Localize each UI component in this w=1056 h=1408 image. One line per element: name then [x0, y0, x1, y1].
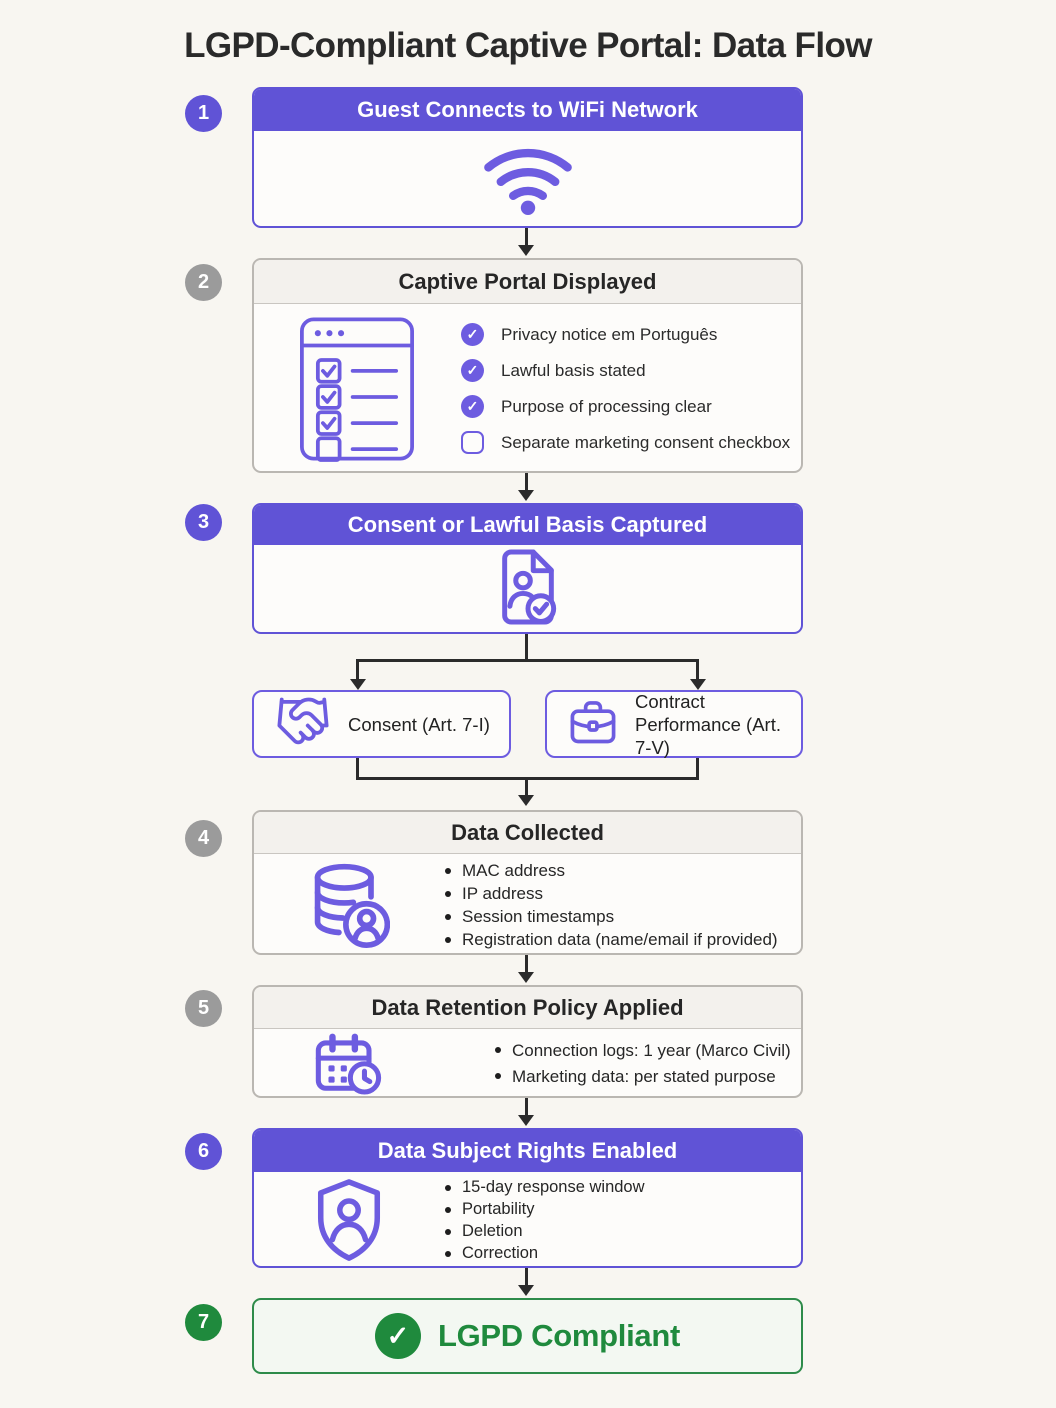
checked-circle-icon: ✓ [461, 359, 484, 382]
step-badge-5: 5 [185, 990, 222, 1027]
flow-connector [525, 1268, 528, 1287]
step-title: Data Collected [254, 812, 801, 854]
step-guest-connects: Guest Connects to WiFi Network [252, 87, 803, 228]
step-captive-portal: Captive Portal Displayed ✓ P [252, 258, 803, 473]
step-title: Captive Portal Displayed [254, 260, 801, 304]
flow-connector [525, 777, 528, 797]
step-badge-2: 2 [185, 264, 222, 301]
flow-connector [525, 1098, 528, 1117]
step-badge-7: 7 [185, 1304, 222, 1341]
step-badge-6: 6 [185, 1133, 222, 1170]
flow-connector [356, 659, 359, 680]
list-item: Registration data (name/email if provide… [444, 928, 778, 951]
checklist-item-label: Separate marketing consent checkbox [501, 432, 791, 452]
arrow-down-icon [349, 679, 366, 690]
checklist-item: ✓ Privacy notice em Português [461, 323, 790, 346]
arrow-down-icon [518, 1115, 534, 1126]
list-item: Session timestamps [444, 905, 778, 928]
checked-circle-icon: ✓ [461, 395, 484, 418]
list-item: Correction [444, 1242, 645, 1264]
step-title: Data Subject Rights Enabled [254, 1130, 801, 1172]
branch-consent: Consent (Art. 7-I) [252, 690, 511, 758]
flow-connector [525, 473, 528, 492]
arrow-down-icon [518, 245, 534, 256]
checklist-form-icon [277, 316, 437, 462]
shield-user-icon [254, 1177, 444, 1263]
step-data-collected: Data Collected MAC address IP address Se… [252, 810, 803, 955]
branch-contract-performance: Contract Performance (Art. 7-V) [545, 690, 803, 758]
step-consent-captured: Consent or Lawful Basis Captured [252, 503, 803, 634]
checked-circle-icon: ✓ [461, 323, 484, 346]
wifi-icon [480, 139, 576, 220]
list-item: Connection logs: 1 year (Marco Civil) [494, 1038, 791, 1064]
database-user-icon [254, 861, 444, 949]
collected-data-list: MAC address IP address Session timestamp… [444, 859, 778, 951]
arrow-down-icon [518, 972, 534, 983]
checklist-item-label: Lawful basis stated [501, 360, 646, 380]
step-title: Guest Connects to WiFi Network [254, 89, 801, 131]
portal-requirements-list: ✓ Privacy notice em Português ✓ Lawful b… [437, 323, 790, 454]
calendar-clock-icon [254, 1033, 444, 1095]
flow-connector [525, 634, 528, 662]
flow-connector [696, 659, 699, 680]
step-badge-4: 4 [185, 820, 222, 857]
flow-connector [356, 659, 699, 662]
arrow-down-icon [518, 1285, 534, 1296]
checklist-item-label: Privacy notice em Português [501, 324, 718, 344]
checklist-item: ✓ Lawful basis stated [461, 359, 790, 382]
step-title: Data Retention Policy Applied [254, 987, 801, 1029]
list-item: MAC address [444, 859, 778, 882]
checklist-item: ✓ Purpose of processing clear [461, 395, 790, 418]
arrow-down-icon [518, 795, 534, 806]
flow-connector [525, 228, 528, 247]
briefcase-icon [567, 697, 619, 752]
rights-list: 15-day response window Portability Delet… [444, 1176, 645, 1264]
page-title: LGPD-Compliant Captive Portal: Data Flow [184, 26, 872, 65]
list-item: Deletion [444, 1220, 645, 1242]
step-badge-3: 3 [185, 504, 222, 541]
step-badge-1: 1 [185, 95, 222, 132]
arrow-down-icon [518, 490, 534, 501]
handshake-icon [274, 696, 332, 753]
retention-rules-list: Connection logs: 1 year (Marco Civil) Ma… [494, 1038, 791, 1090]
step-lgpd-compliant: ✓ LGPD Compliant [252, 1298, 803, 1374]
list-item: IP address [444, 882, 778, 905]
list-item: 15-day response window [444, 1176, 645, 1198]
flow-connector [356, 758, 359, 780]
arrow-down-icon [689, 679, 706, 690]
checklist-item-label: Purpose of processing clear [501, 396, 712, 416]
final-status-label: LGPD Compliant [437, 1318, 681, 1353]
check-circle-icon: ✓ [374, 1313, 421, 1359]
list-item: Portability [444, 1198, 645, 1220]
flow-connector [696, 758, 699, 780]
unchecked-checkbox-icon [461, 431, 484, 454]
document-consent-icon [493, 546, 563, 632]
branch-label: Consent (Art. 7-I) [348, 713, 490, 735]
list-item: Marketing data: per stated purpose [494, 1064, 791, 1090]
step-data-subject-rights: Data Subject Rights Enabled 15-day respo… [252, 1128, 803, 1268]
step-title: Consent or Lawful Basis Captured [254, 505, 801, 545]
step-data-retention: Data Retention Policy Applied Connecti [252, 985, 803, 1098]
branch-label: Contract Performance (Art. 7-V) [635, 690, 781, 758]
checklist-item: Separate marketing consent checkbox [461, 431, 790, 454]
flow-connector [525, 955, 528, 974]
